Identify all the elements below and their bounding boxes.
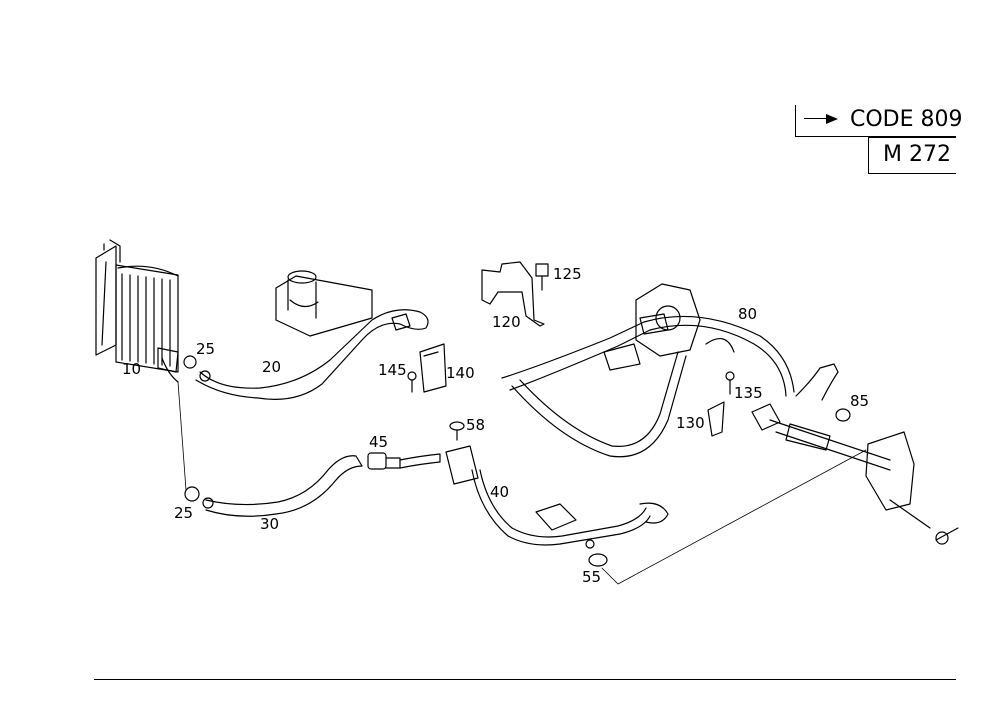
arrow-icon [804, 118, 834, 119]
callout-120: 120 [492, 313, 521, 331]
engine-label-box: M 272 [868, 137, 956, 174]
callout-labels: 10 25 20 145 140 120 125 80 135 85 130 5… [122, 265, 869, 586]
callout-30: 30 [260, 515, 279, 533]
clamp-45-part [367, 452, 441, 470]
seal-55-part [588, 449, 867, 585]
reservoir-part [275, 270, 373, 337]
callout-20: 20 [262, 358, 281, 376]
bracket-140-part [407, 343, 447, 393]
callout-80: 80 [738, 305, 757, 323]
callout-40: 40 [490, 483, 509, 501]
callout-55: 55 [582, 568, 601, 586]
engine-label: M 272 [883, 142, 951, 167]
oil-cooler-part [95, 239, 179, 383]
callout-10: 10 [122, 360, 141, 378]
callout-25-bottom: 25 [174, 504, 193, 522]
callout-45: 45 [369, 433, 388, 451]
callout-130: 130 [676, 414, 705, 432]
callout-135: 135 [734, 384, 763, 402]
callout-145: 145 [378, 361, 407, 379]
bracket-120-part [481, 261, 549, 327]
callout-25-top: 25 [196, 340, 215, 358]
callout-58: 58 [466, 416, 485, 434]
pipe-85-part [795, 363, 851, 422]
callout-125: 125 [553, 265, 582, 283]
steering-rack-part [751, 403, 959, 545]
bracket-130-part [707, 371, 735, 437]
callout-85: 85 [850, 392, 869, 410]
code-label-box: CODE 809 [795, 105, 963, 137]
hose-20-part [183, 309, 429, 400]
arrowhead-icon [826, 114, 838, 124]
bolt-58-part [449, 421, 465, 441]
footer-rule [94, 679, 956, 680]
hose-30-part [177, 381, 363, 517]
pipe-40-part [445, 445, 669, 549]
code-label: CODE 809 [850, 107, 963, 132]
callout-140: 140 [446, 364, 475, 382]
pump-part [603, 283, 701, 371]
code-box-divider [795, 105, 796, 137]
